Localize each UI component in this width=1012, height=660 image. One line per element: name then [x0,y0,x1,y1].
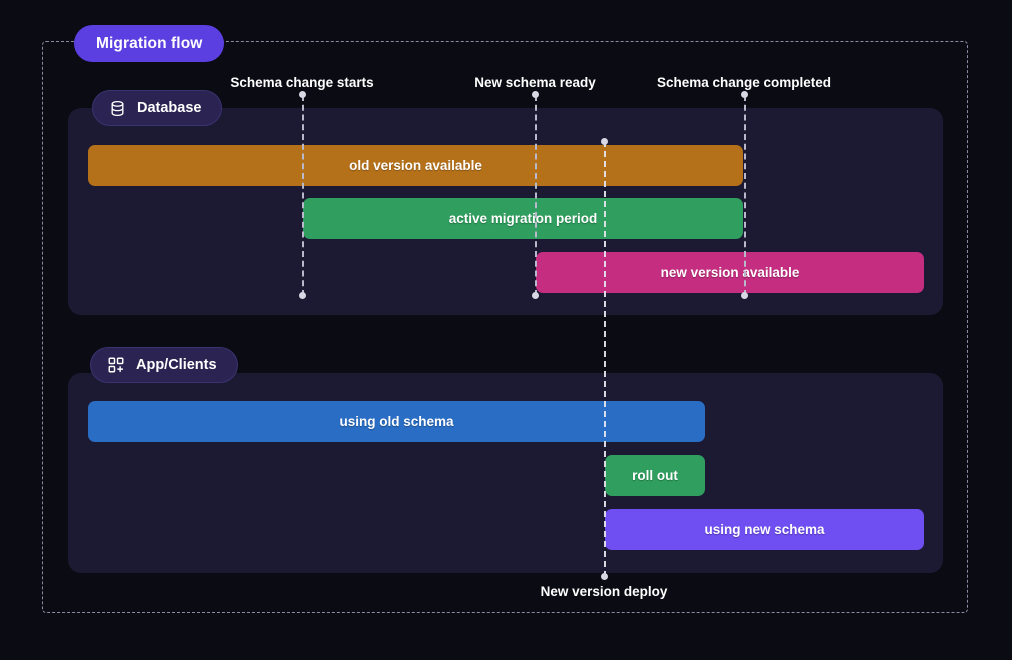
marker-label-schema-change-completed: Schema change completed [656,75,832,90]
marker-line-schema-change-completed [744,95,746,296]
deploy-marker-line [604,141,606,577]
grid-plus-icon [107,356,125,374]
deploy-marker-dot-bottom [600,573,608,580]
bar-label-using-new-schema: using new schema [704,522,825,537]
marker-dot-top-schema-change-completed [740,91,748,98]
database-icon [109,100,126,117]
marker-label-new-schema-ready: New schema ready [474,75,596,90]
marker-line-new-schema-ready [535,95,537,296]
lane-chip-label-database: Database [137,100,202,116]
deploy-marker-label: New version deploy [540,584,668,599]
bar-label-new-version-available: new version available [660,265,800,280]
bar-active-migration-period[interactable]: active migration period [303,198,743,239]
marker-dot-bottom-schema-change-starts [298,292,306,299]
lane-chip-app-clients[interactable]: App/Clients [90,347,238,383]
diagram-outer-frame [42,41,968,613]
lane-chip-database[interactable]: Database [92,90,223,126]
bar-label-roll-out: roll out [632,468,678,483]
marker-dot-bottom-new-schema-ready [531,292,539,299]
bar-label-active-migration-period: active migration period [448,211,598,226]
bar-old-version-available[interactable]: old version available [88,145,743,186]
marker-dot-bottom-schema-change-completed [740,292,748,299]
marker-label-schema-change-starts: Schema change starts [230,75,374,90]
bar-roll-out[interactable]: roll out [605,455,705,496]
marker-dot-top-new-schema-ready [531,91,539,98]
marker-dot-top-schema-change-starts [298,91,306,98]
page-title: Migration flow [96,34,203,52]
bar-label-using-old-schema: using old schema [339,414,454,429]
bar-using-old-schema[interactable]: using old schema [88,401,705,442]
lane-chip-label-app-clients: App/Clients [136,357,217,373]
marker-line-schema-change-starts [302,95,304,296]
deploy-marker-dot-top [600,138,608,145]
diagram-title-chip: Migration flow [74,25,225,62]
bar-label-old-version-available: old version available [349,158,482,173]
bar-using-new-schema[interactable]: using new schema [605,509,924,550]
bar-new-version-available[interactable]: new version available [536,252,924,293]
